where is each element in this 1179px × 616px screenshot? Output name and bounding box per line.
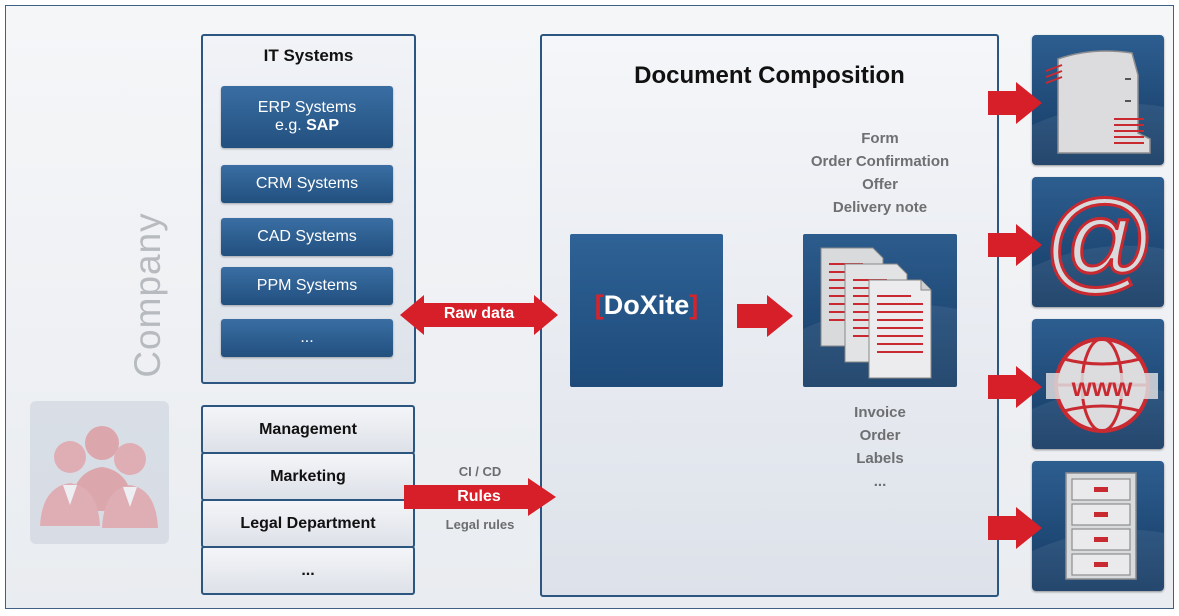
svg-text:www: www	[1071, 372, 1133, 402]
doxite-name: DoXite	[603, 290, 690, 320]
doc-types-bottom-list: Invoice Order Labels ...	[800, 401, 960, 493]
doxite-to-docs-arrow	[737, 295, 793, 337]
archive-cabinet-icon	[1032, 472, 1164, 591]
department-legal: Legal Department	[201, 499, 415, 548]
ci-cd-label: CI / CD	[458, 464, 502, 479]
doxite-logo: [DoXite]	[570, 290, 723, 321]
doxite-bracket-open: [	[594, 290, 604, 320]
doc-type-item: Delivery note	[832, 199, 928, 216]
email-at-icon: @	[1032, 177, 1164, 307]
doc-type-item: ...	[873, 473, 887, 490]
output-email-box: @	[1032, 177, 1164, 307]
svg-text:@: @	[1043, 178, 1157, 303]
company-label: Company	[127, 212, 168, 378]
raw-data-arrow	[400, 295, 558, 335]
output-arrow-archive	[988, 507, 1042, 549]
department-more: ...	[201, 546, 415, 595]
doc-type-item: Invoice	[854, 404, 906, 421]
raw-data-label: Raw data	[443, 305, 515, 322]
doxite-box: [DoXite]	[570, 234, 723, 387]
output-arrow-email	[988, 224, 1042, 266]
it-systems-title: IT Systems	[263, 46, 354, 65]
output-fax-box	[1032, 35, 1164, 165]
fax-icon	[1032, 50, 1164, 165]
people-icon	[30, 401, 169, 544]
output-web-box: www	[1032, 319, 1164, 449]
erp-systems-label: ERP Systems	[257, 99, 357, 116]
output-arrow-fax	[988, 82, 1042, 124]
crm-systems-box: CRM Systems	[221, 165, 393, 203]
doc-type-item: Order Confirmation	[810, 153, 950, 170]
erp-example-prefix: e.g.	[274, 117, 302, 134]
documents-stack-icon	[803, 247, 957, 387]
documents-box	[803, 234, 957, 387]
output-arrow-web	[988, 366, 1042, 408]
doxite-bracket-close: ]	[689, 290, 699, 320]
rules-label: Rules	[457, 488, 501, 505]
doc-types-top-list: Form Order Confirmation Offer Delivery n…	[760, 127, 1000, 219]
erp-systems-box: ERP Systems e.g. SAP	[221, 86, 393, 148]
department-marketing: Marketing	[201, 452, 415, 501]
more-systems-box: ...	[221, 319, 393, 357]
legal-rules-label: Legal rules	[445, 517, 515, 532]
doc-type-item: Labels	[856, 450, 904, 467]
output-archive-box	[1032, 461, 1164, 591]
doc-type-item: Form	[861, 130, 899, 147]
doc-type-item: Offer	[862, 176, 898, 193]
department-management: Management	[201, 405, 415, 454]
erp-example-sap: SAP	[306, 117, 340, 134]
www-globe-icon: www	[1032, 337, 1164, 449]
document-composition-title: Document Composition	[634, 62, 905, 89]
doc-type-item: Order	[859, 427, 901, 444]
cad-systems-box: CAD Systems	[221, 218, 393, 256]
ppm-systems-box: PPM Systems	[221, 267, 393, 305]
rules-arrow	[404, 478, 556, 516]
erp-example-line: e.g. SAP	[275, 117, 339, 135]
